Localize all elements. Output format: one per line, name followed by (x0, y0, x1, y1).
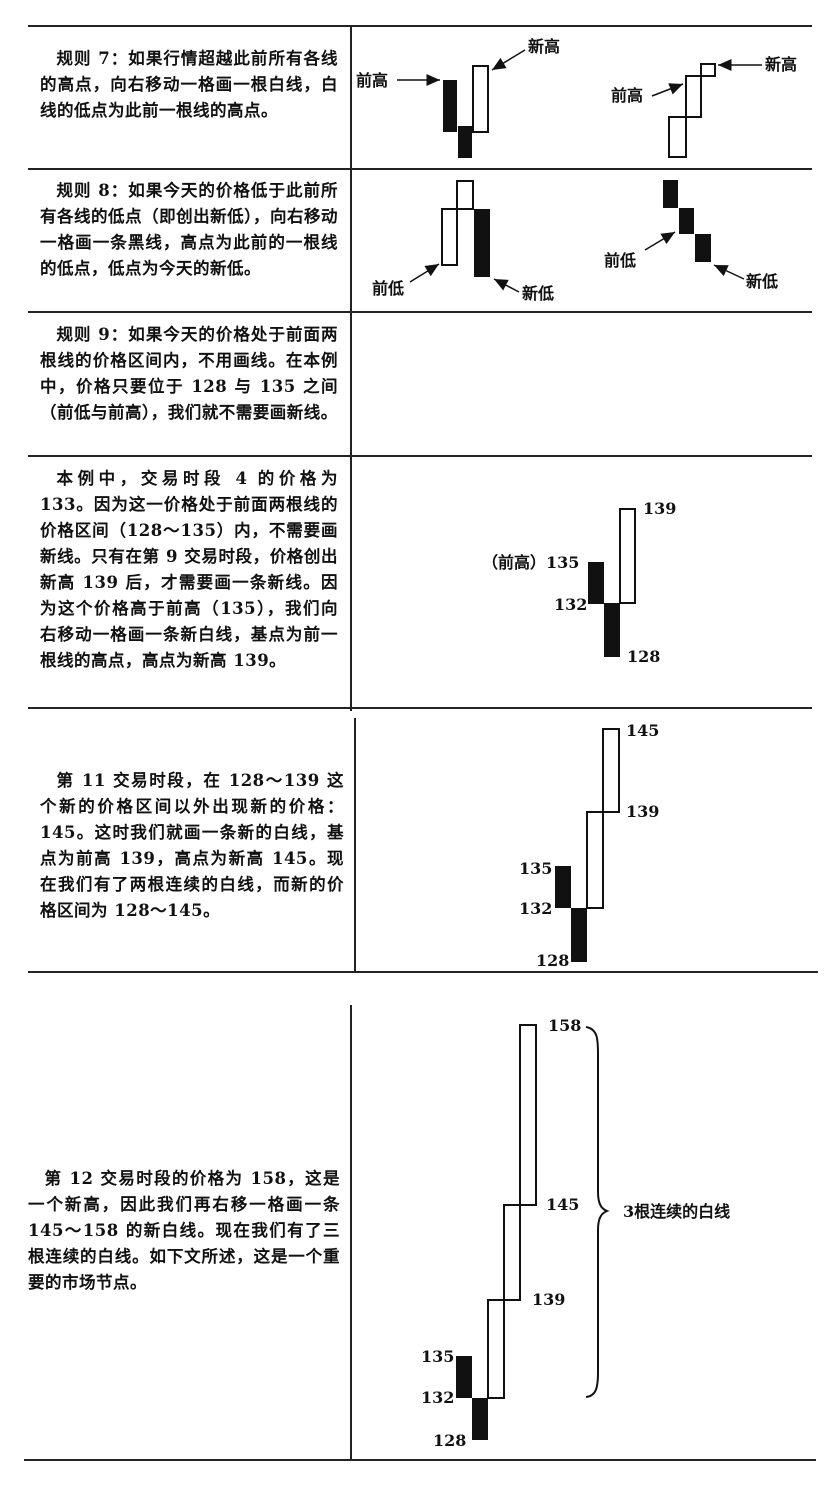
arrow (491, 49, 526, 71)
label-132: 132 (421, 1388, 454, 1407)
black-line-bar (571, 908, 587, 962)
example-session-4-text: 本例中，交易时段 4 的价格为 133。因为这一价格处于前面两根线的价格区间（1… (40, 469, 338, 670)
arrow (713, 264, 745, 280)
black-line-bar (474, 209, 490, 277)
arrow (493, 278, 520, 293)
black-line-bar (604, 603, 620, 657)
brace-label: 3根连续的白线 (623, 1202, 730, 1221)
white-line-bar (619, 508, 636, 604)
rule-8-figure-right: 前低 新低 (604, 180, 778, 291)
white-line-bar (487, 1299, 505, 1399)
rule-7-text: 规则 7：如果行情超越此前所有各线的高点，向右移动一格画一根白线，白线的低点为此… (40, 49, 338, 120)
white-line-bar (700, 63, 716, 77)
session-11-text: 第 11 交易时段，在 128～139 这个新的价格区间以外出现新的价格：145… (40, 771, 344, 920)
label-132: 132 (554, 595, 587, 614)
label-128: 128 (536, 951, 569, 970)
label-128: 128 (627, 647, 660, 666)
black-line-bar (443, 80, 457, 132)
black-line-bar (695, 234, 711, 262)
session-11-figure: 145 139 135 132 128 (519, 721, 659, 970)
row-divider (28, 168, 812, 170)
rule-9-text: 规则 9：如果今天的价格处于前面两根线的价格区间内，不用画线。在本例中，价格只要… (40, 325, 338, 422)
label-new-high: 新高 (528, 37, 560, 56)
label-139: 139 (643, 499, 676, 518)
black-line-bar (456, 1356, 472, 1398)
label-prev-low-right: 前低 (604, 251, 636, 270)
label-prev-high-135: （前高）135 (482, 553, 579, 572)
label-145: 145 (546, 1195, 579, 1214)
session-9-figure: （前高）135 132 128 139 (482, 499, 676, 666)
label-prev-high: 前高 (356, 71, 388, 90)
row-divider (28, 707, 812, 709)
white-line-bar (456, 180, 474, 210)
table-top-rule (28, 25, 812, 27)
row-divider (28, 971, 818, 973)
rule-8-figure-left: 前低 新低 (372, 180, 554, 303)
row-divider (28, 455, 812, 457)
label-new-low: 新低 (522, 284, 554, 303)
rule-7-figure-right: 前高 新高 (611, 55, 797, 158)
black-line-bar (458, 126, 472, 158)
right-brace (585, 1026, 610, 1398)
white-line-bar (586, 811, 604, 909)
column-divider (350, 1005, 352, 1461)
label-145: 145 (626, 721, 659, 740)
label-139: 139 (532, 1290, 565, 1309)
white-line-bar (668, 116, 687, 158)
label-135: 135 (519, 859, 552, 878)
arrow (651, 83, 684, 97)
rule-8-text: 规则 8：如果今天的价格低于此前所有各线的低点（即创出新低），向右移动一格画一条… (40, 181, 338, 278)
black-line-bar (679, 208, 694, 234)
session-12-figure: 158 145 139 135 132 128 3根连续的白线 (421, 1016, 730, 1450)
label-139: 139 (626, 802, 659, 821)
column-divider (354, 718, 356, 973)
white-line-bar (503, 1204, 521, 1301)
black-line-bar (555, 866, 571, 908)
white-line-bar (441, 208, 458, 266)
rule-7-figure-left: 前高 新高 (356, 37, 560, 158)
table-bottom-rule (24, 1459, 816, 1461)
white-line-bar (602, 728, 620, 813)
black-line-bar (663, 180, 678, 208)
white-line-bar (472, 65, 489, 133)
arrow (409, 263, 440, 283)
column-divider (350, 25, 352, 711)
label-prev-low: 前低 (372, 279, 404, 298)
arrow (644, 231, 676, 251)
black-line-bar (588, 562, 604, 604)
label-158: 158 (548, 1016, 581, 1035)
label-new-low-right: 新低 (746, 272, 778, 291)
label-135: 135 (421, 1347, 454, 1366)
white-line-bar (685, 75, 702, 118)
row-divider (28, 311, 812, 313)
label-new-high-right: 新高 (765, 55, 797, 74)
session-12-text: 第 12 交易时段的价格为 158，这是一个新高，因此我们再右移一格画一条 14… (28, 1169, 340, 1292)
label-128: 128 (433, 1431, 466, 1450)
label-prev-high-right: 前高 (611, 86, 643, 105)
black-line-bar (472, 1398, 488, 1440)
label-132: 132 (519, 899, 552, 918)
white-line-bar (519, 1024, 537, 1206)
